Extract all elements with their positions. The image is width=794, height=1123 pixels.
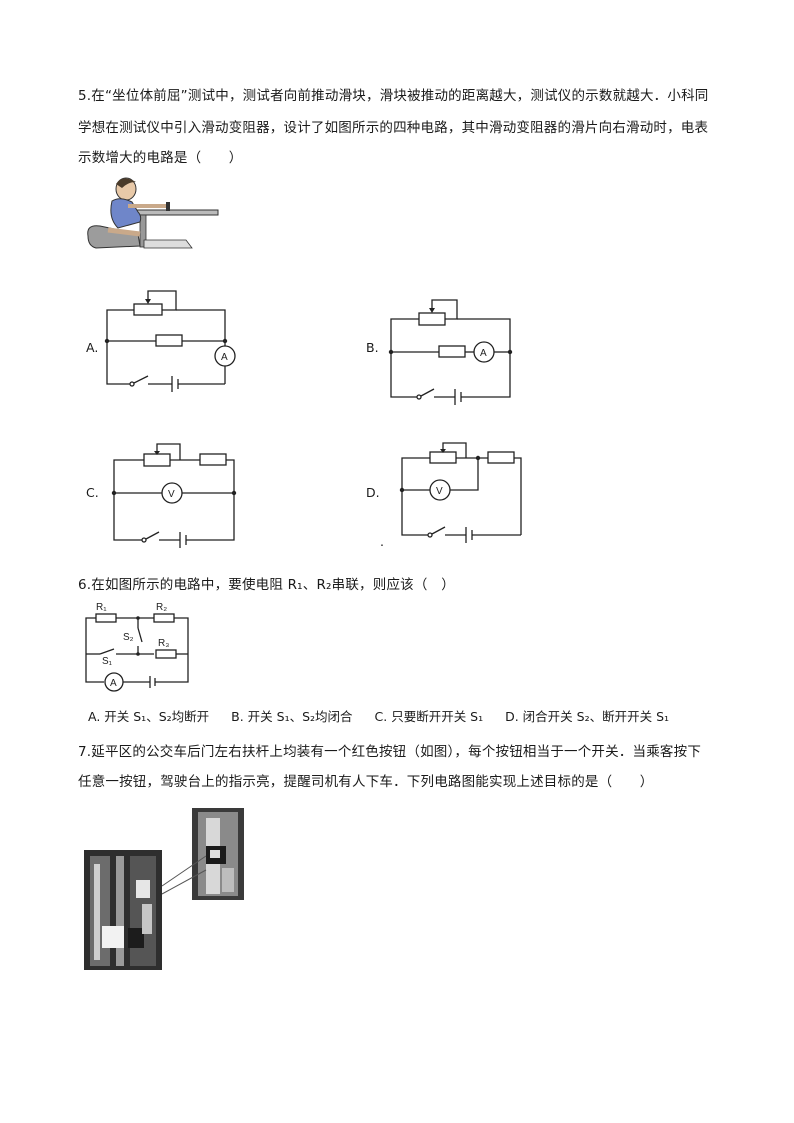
bus-button-photo (84, 808, 244, 970)
q5-stem-line3: 示数增大的电路是（ ） (78, 150, 243, 166)
q6-choice-b: B. 开关 S₁、S₂均闭合 (231, 709, 353, 724)
q7-stem-line2: 任意一按钮，驾驶台上的指示亮，提醒司机有人下车．下列电路图能实现上述目标的是（ … (78, 774, 654, 790)
option-a-label: A. (86, 340, 99, 355)
q6-stem: 6.在如图所示的电路中，要使电阻 R₁、R₂串联，则应该（ ） (78, 577, 455, 593)
q6-r2-label: R₂ (156, 602, 167, 613)
stray-dot: . (380, 534, 384, 549)
circuit-c: V (111, 443, 237, 548)
q5-stem-line2: 学想在测试仪中引入滑动变阻器，设计了如图所示的四种电路，其中滑动变阻器的滑片向右… (78, 120, 709, 136)
q6-s2-label: S₂ (123, 632, 134, 643)
q5-stem-line1: 5.在“坐位体前屈”测试中，测试者向前推动滑块，滑块被推动的距离越大，测试仪的示… (78, 88, 709, 104)
q6-choice-d: D. 闭合开关 S₂、断开开关 S₁ (505, 709, 670, 724)
q6-circuit: R₁ R₂ S₂ S₁ R₃ A (85, 602, 189, 692)
q6-s1-label: S₁ (102, 656, 113, 667)
q6-ammeter-label: A (110, 678, 117, 689)
ammeter-b-label: A (480, 348, 487, 359)
q6-choice-a: A. 开关 S₁、S₂均断开 (88, 709, 210, 724)
circuit-a: A (104, 290, 236, 392)
option-d-label: D. (366, 485, 380, 500)
sit-and-reach-illustration (87, 177, 219, 249)
ammeter-a-label: A (221, 352, 228, 363)
q6-r3-label: R₃ (158, 638, 169, 649)
q6-choices: A. 开关 S₁、S₂均断开 B. 开关 S₁、S₂均闭合 C. 只要断开开关 … (88, 706, 687, 725)
q6-r1-label: R₁ (96, 602, 107, 613)
q7-stem-line1: 7.延平区的公交车后门左右扶杆上均装有一个红色按钮（如图），每个按钮相当于一个开… (78, 744, 702, 760)
circuit-b: A (388, 299, 513, 405)
option-b-label: B. (366, 340, 379, 355)
circuit-d: V (399, 442, 522, 543)
voltmeter-c-label: V (168, 489, 175, 500)
q6-choice-c: C. 只要断开开关 S₁ (374, 709, 484, 724)
option-c-label: C. (86, 485, 99, 500)
voltmeter-d-label: V (436, 486, 443, 497)
